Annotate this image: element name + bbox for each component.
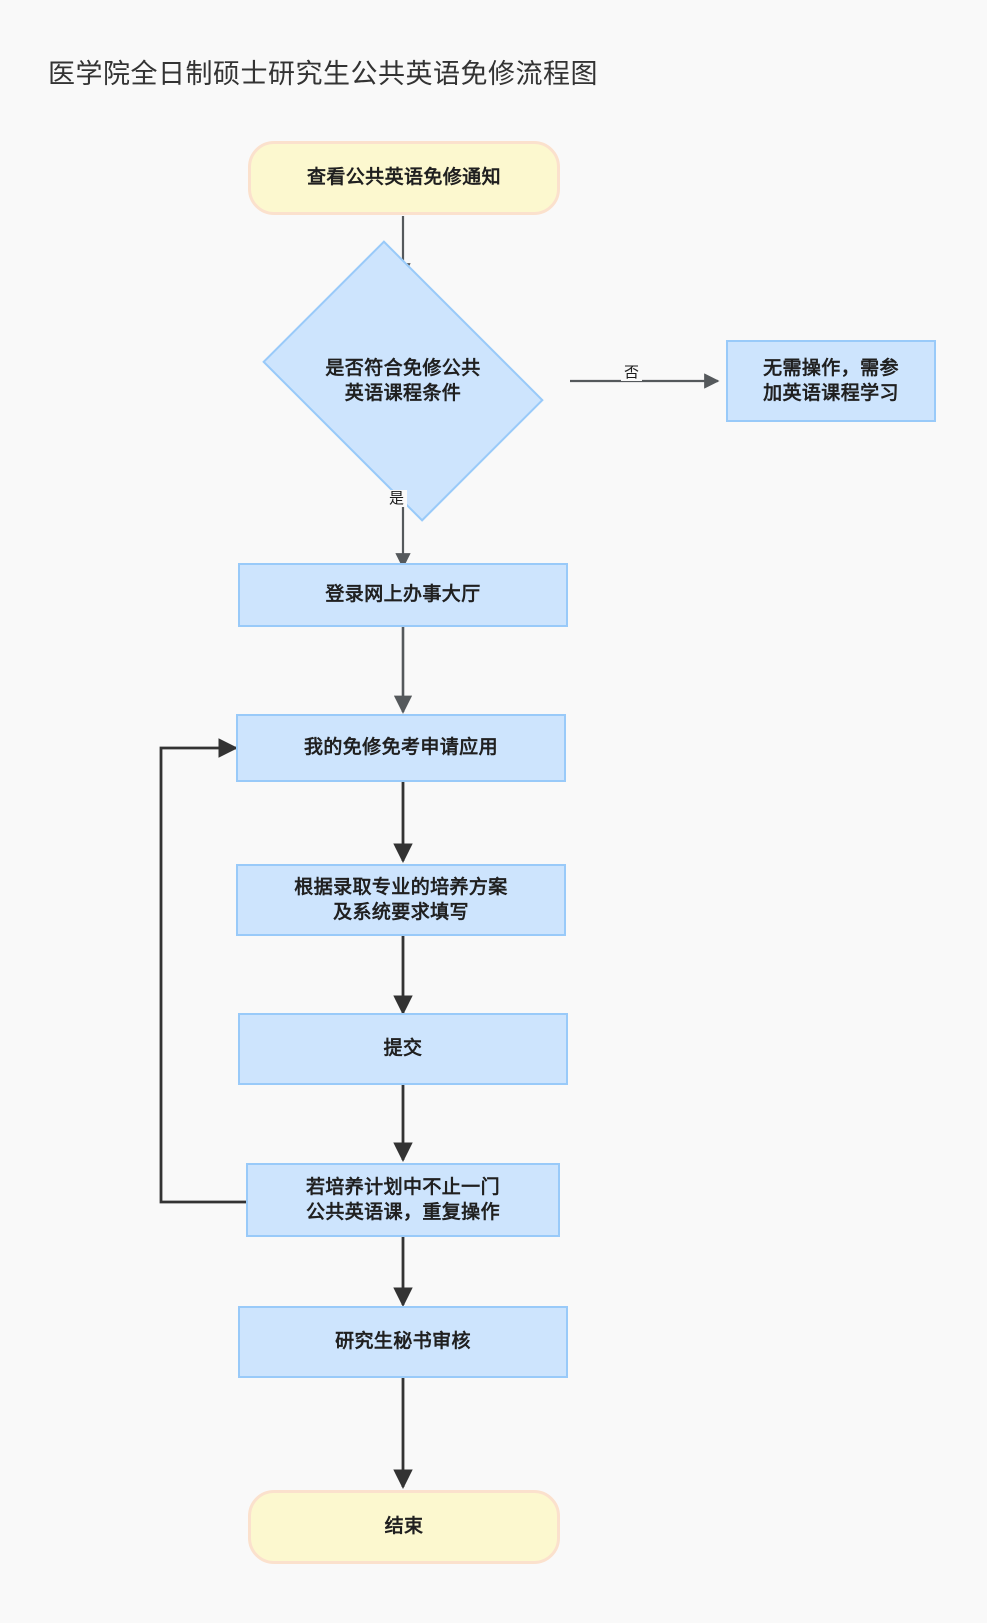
node-app-label: 我的免修免考申请应用 — [303, 737, 498, 759]
node-start[interactable]: 查看公共英语免修通知 — [248, 141, 560, 215]
page-title: 医学院全日制硕士研究生公共英语免修流程图 — [48, 59, 598, 89]
node-decision-eligibility[interactable]: 是否符合免修公共英语课程条件 — [262, 240, 544, 522]
edge-repeat-to-app-loopback — [159, 738, 246, 1204]
edge-label-yes: 是 — [386, 490, 408, 507]
node-repeat-label: 若培养计划中不止一门公共英语课，重复操作 — [305, 1176, 500, 1223]
node-decision-label: 是否符合免修公共英语课程条件 — [325, 357, 481, 404]
node-fill-label: 根据录取专业的培养方案及系统要求填写 — [294, 876, 508, 923]
node-start-label: 查看公共英语免修通知 — [306, 167, 501, 189]
node-submit[interactable]: 提交 — [238, 1013, 568, 1085]
node-fill-form[interactable]: 根据录取专业的培养方案及系统要求填写 — [236, 864, 566, 936]
node-no-action[interactable]: 无需操作，需参加英语课程学习 — [726, 340, 936, 422]
edge-label-no: 否 — [621, 364, 643, 381]
node-exemption-application[interactable]: 我的免修免考申请应用 — [236, 714, 566, 782]
node-submit-label: 提交 — [383, 1038, 423, 1060]
node-no-action-label: 无需操作，需参加英语课程学习 — [763, 357, 899, 404]
node-login-portal[interactable]: 登录网上办事大厅 — [238, 563, 568, 627]
node-review-label: 研究生秘书审核 — [335, 1331, 471, 1353]
node-login-label: 登录网上办事大厅 — [325, 584, 481, 606]
node-secretary-review[interactable]: 研究生秘书审核 — [238, 1306, 568, 1378]
node-end-label: 结束 — [384, 1516, 424, 1538]
node-repeat-if-multiple[interactable]: 若培养计划中不止一门公共英语课，重复操作 — [246, 1163, 560, 1237]
node-end[interactable]: 结束 — [248, 1490, 560, 1564]
